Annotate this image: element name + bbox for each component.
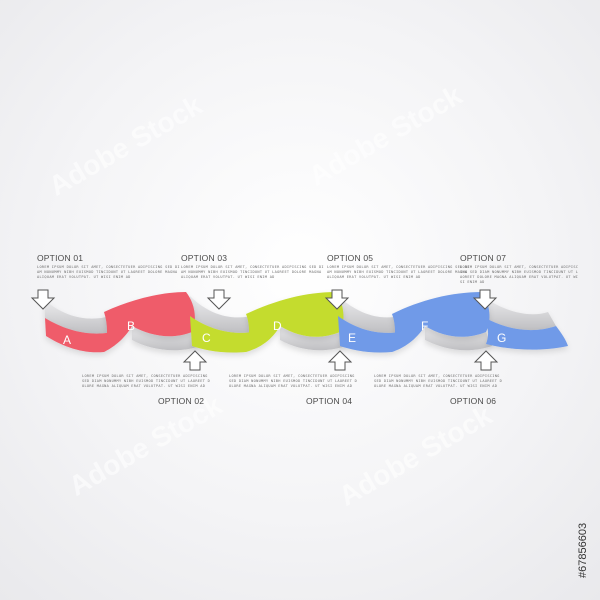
segment-a bbox=[45, 318, 120, 353]
segment-label-a: A bbox=[63, 333, 71, 347]
segment-letters: A B C D E F G bbox=[63, 319, 506, 347]
option-02-block: LOREM IPSUM DOLOR SIT AMET, CONSECTETUER… bbox=[82, 374, 212, 406]
option-03-block: OPTION 03 LOREM IPSUM DOLOR SIT AMET, CO… bbox=[181, 253, 326, 280]
option-05-title: OPTION 05 bbox=[327, 253, 374, 263]
option-06-text: LOREM IPSUM DOLOR SIT AMET, CONSECTETUER… bbox=[374, 374, 503, 388]
fold-back-6 bbox=[425, 326, 492, 351]
up-arrow-icon bbox=[182, 350, 208, 371]
option-05-block: OPTION 05 LOREM IPSUM DOLOR SIT AMET, CO… bbox=[327, 253, 472, 280]
segment-label-f: F bbox=[421, 319, 428, 333]
option-03-title: OPTION 03 bbox=[181, 253, 228, 263]
option-05-text: LOREM IPSUM DOLOR SIT AMET, CONSECTETUER… bbox=[327, 265, 470, 279]
fold-back-2 bbox=[132, 326, 200, 351]
option-07-text: LOREM IPSUM DOLOR SIT AMET, CONSECTETUER… bbox=[460, 265, 579, 284]
segment-label-g: G bbox=[497, 331, 506, 345]
segment-label-c: C bbox=[202, 331, 211, 345]
option-02-title: OPTION 02 bbox=[158, 396, 205, 406]
option-01-title: OPTION 01 bbox=[37, 253, 84, 263]
segment-label-e: E bbox=[348, 331, 356, 345]
option-02-text: LOREM IPSUM DOLOR SIT AMET, CONSECTETUER… bbox=[82, 374, 211, 388]
fold-back-1 bbox=[45, 300, 120, 334]
segment-d bbox=[246, 292, 344, 352]
ribbon-front-segments bbox=[45, 292, 568, 353]
down-arrow-icon bbox=[30, 289, 56, 310]
segment-f bbox=[392, 292, 490, 352]
up-arrow-icon bbox=[473, 350, 499, 371]
up-arrows bbox=[182, 350, 499, 371]
stock-id-label: #67856603 bbox=[577, 523, 589, 578]
down-arrows bbox=[30, 289, 498, 310]
down-arrow-icon bbox=[324, 289, 350, 310]
option-06-title: OPTION 06 bbox=[450, 396, 497, 406]
option-04-title: OPTION 04 bbox=[306, 396, 353, 406]
down-arrow-icon bbox=[472, 289, 498, 310]
fold-back-4 bbox=[280, 326, 346, 351]
segment-g bbox=[482, 316, 568, 350]
segment-b bbox=[104, 292, 195, 352]
option-01-block: OPTION 01 LOREM IPSUM DOLOR SIT AMET, CO… bbox=[37, 253, 182, 280]
option-03-text: LOREM IPSUM DOLOR SIT AMET, CONSECTETUER… bbox=[181, 265, 324, 279]
option-01-text: LOREM IPSUM DOLOR SIT AMET, CONSECTETUER… bbox=[37, 265, 180, 279]
option-07-title: OPTION 07 bbox=[460, 253, 507, 263]
up-arrow-icon bbox=[327, 350, 353, 371]
option-04-text: LOREM IPSUM DOLOR SIT AMET, CONSECTETUER… bbox=[229, 374, 358, 388]
stock-id-text: #67856603 bbox=[577, 523, 589, 578]
fold-back-7 bbox=[482, 296, 556, 331]
segment-label-b: B bbox=[127, 319, 135, 333]
segment-label-d: D bbox=[273, 319, 282, 333]
option-04-block: LOREM IPSUM DOLOR SIT AMET, CONSECTETUER… bbox=[229, 374, 359, 406]
option-07-block: OPTION 07 LOREM IPSUM DOLOR SIT AMET, CO… bbox=[460, 253, 580, 285]
option-06-block: LOREM IPSUM DOLOR SIT AMET, CONSECTETUER… bbox=[374, 374, 504, 406]
down-arrow-icon bbox=[206, 289, 232, 310]
